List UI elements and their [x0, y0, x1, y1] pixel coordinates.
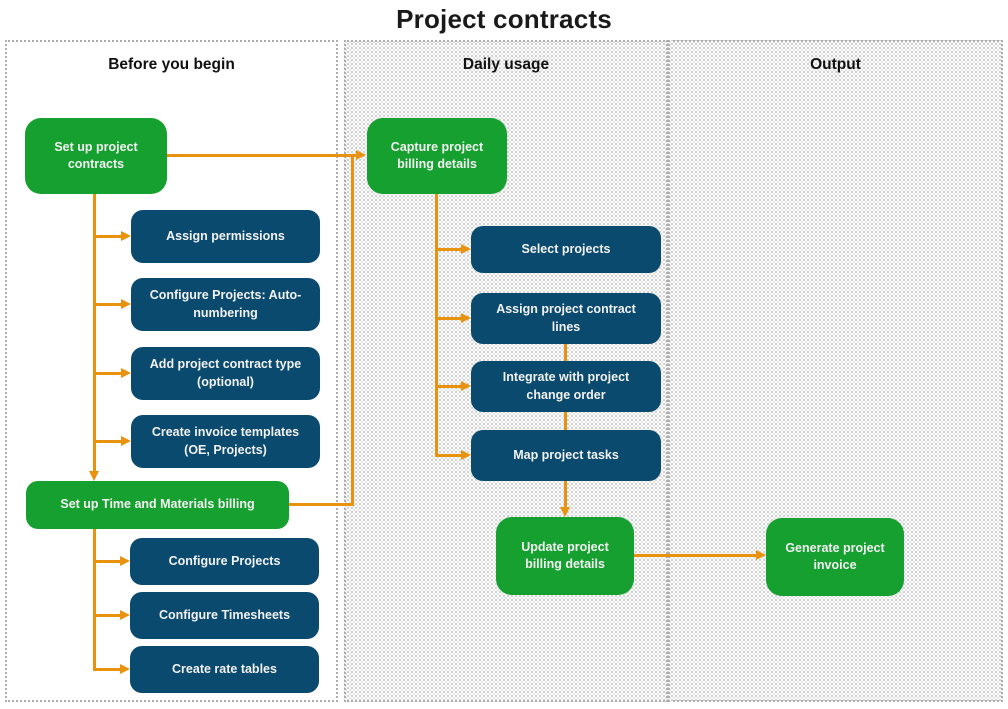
arrowhead-contract-lines-icon — [461, 313, 471, 323]
column-output: Output — [668, 40, 1003, 702]
arrowhead-configure-timesheets-icon — [120, 610, 130, 620]
connector-branch-configure-projects-line — [93, 560, 121, 563]
connector-branch-invoice-templates-line — [93, 440, 122, 443]
arrowhead-configure-projects-icon — [120, 556, 130, 566]
node-assign-project-contract-lines: Assign project contract lines — [471, 293, 661, 344]
connector-setup-trunk-line — [93, 194, 96, 472]
node-add-project-contract-type: Add project contract type (optional) — [131, 347, 320, 400]
connector-contract-lines-to-change-order-line — [564, 344, 567, 361]
node-select-projects: Select projects — [471, 226, 661, 273]
connector-branch-contract-lines-line — [435, 317, 462, 320]
connector-branch-change-order-line — [435, 385, 462, 388]
node-integrate-with-project-change-order: Integrate with project change order — [471, 361, 661, 412]
connector-branch-select-projects-line — [435, 248, 462, 251]
node-create-rate-tables: Create rate tables — [130, 646, 319, 693]
arrowhead-into-tm-billing-icon — [89, 471, 99, 481]
column-header-before-you-begin: Before you begin — [108, 56, 235, 73]
node-generate-project-invoice: Generate project invoice — [766, 518, 904, 596]
connector-branch-auto-numbering-line — [93, 303, 122, 306]
connector-tm-billing-right-line — [289, 503, 354, 506]
node-set-up-time-and-materials-billing: Set up Time and Materials billing — [26, 481, 289, 529]
node-configure-projects: Configure Projects — [130, 538, 319, 585]
node-set-up-project-contracts: Set up project contracts — [25, 118, 167, 194]
arrowhead-select-projects-icon — [461, 244, 471, 254]
arrowhead-into-capture-icon — [356, 150, 366, 160]
connector-branch-assign-permissions-line — [93, 235, 122, 238]
node-configure-projects-auto-numbering: Configure Projects: Auto-numbering — [131, 278, 320, 331]
page-title: Project contracts — [396, 4, 612, 34]
arrowhead-assign-permissions-icon — [121, 231, 131, 241]
node-capture-project-billing-details: Capture project billing details — [367, 118, 507, 194]
connector-map-tasks-to-update-line — [564, 481, 567, 508]
connector-branch-map-tasks-line — [435, 454, 462, 457]
connector-branch-rate-tables-line — [93, 668, 121, 671]
arrowhead-contract-type-icon — [121, 368, 131, 378]
connector-tm-billing-up-line — [351, 154, 354, 506]
connector-update-to-generate-line — [634, 554, 757, 557]
arrowhead-into-update-icon — [560, 507, 570, 517]
connector-capture-trunk-line — [435, 194, 438, 457]
connector-change-order-to-map-tasks-line — [564, 412, 567, 430]
column-header-output: Output — [810, 56, 861, 73]
arrowhead-map-tasks-icon — [461, 450, 471, 460]
connector-branch-configure-timesheets-line — [93, 614, 121, 617]
arrowhead-auto-numbering-icon — [121, 299, 131, 309]
node-configure-timesheets: Configure Timesheets — [130, 592, 319, 639]
connector-setup-to-capture-line — [167, 154, 356, 157]
node-map-project-tasks: Map project tasks — [471, 430, 661, 481]
arrowhead-invoice-templates-icon — [121, 436, 131, 446]
node-update-project-billing-details: Update project billing details — [496, 517, 634, 595]
node-create-invoice-templates: Create invoice templates (OE, Projects) — [131, 415, 320, 468]
node-assign-permissions: Assign permissions — [131, 210, 320, 263]
connector-tm-trunk-line — [93, 529, 96, 671]
column-header-daily-usage: Daily usage — [462, 56, 550, 73]
connector-branch-contract-type-line — [93, 372, 122, 375]
arrowhead-into-generate-icon — [756, 550, 766, 560]
arrowhead-change-order-icon — [461, 381, 471, 391]
arrowhead-rate-tables-icon — [120, 664, 130, 674]
